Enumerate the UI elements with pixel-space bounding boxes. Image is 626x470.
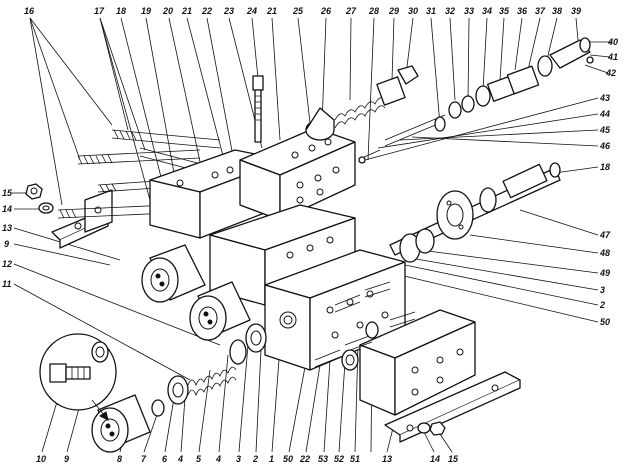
label-45: 45: [599, 125, 611, 135]
right-rod-assembly: [389, 162, 561, 263]
label-41: 41: [607, 52, 618, 62]
label-47: 47: [599, 230, 611, 240]
label-44: 44: [599, 109, 610, 119]
solenoid-coil-middle: [189, 281, 251, 341]
label-48: 48: [599, 248, 610, 258]
label-32: 32: [445, 6, 455, 16]
label-18-right: 18: [600, 162, 610, 172]
label-49: 49: [599, 268, 610, 278]
label-40: 40: [607, 37, 618, 47]
label-5-bottom: 5: [196, 454, 202, 464]
label-24: 24: [246, 6, 257, 16]
label-1-bottom: 1: [269, 454, 274, 464]
spring-chain-left: [151, 323, 267, 417]
label-7-bottom: 7: [141, 454, 147, 464]
label-37: 37: [535, 6, 546, 16]
label-29: 29: [388, 6, 399, 16]
label-13-left: 13: [2, 223, 12, 233]
label-23: 23: [223, 6, 234, 16]
label-9-left: 9: [4, 239, 9, 249]
top-labels: 16 17 18 19 20 21 22 23 24 21 25 26 27 2…: [24, 6, 618, 47]
leader-lines: [12, 17, 612, 453]
label-53-bottom: 53: [318, 454, 328, 464]
upper-spring-valve: [305, 65, 419, 141]
washer-14-left: [38, 202, 54, 214]
label-3-right: 3: [600, 285, 605, 295]
label-6-bottom: 6: [162, 454, 168, 464]
label-11-left: 11: [2, 279, 11, 289]
label-8-bottom: 8: [117, 454, 122, 464]
label-22: 22: [201, 6, 212, 16]
lower-right-block: [359, 309, 476, 416]
label-51-bottom: 51: [350, 454, 360, 464]
label-16: 16: [24, 6, 35, 16]
label-9-bottom: 9: [64, 454, 69, 464]
label-27: 27: [345, 6, 357, 16]
label-38: 38: [552, 6, 562, 16]
label-2-right: 2: [599, 300, 605, 310]
label-20: 20: [162, 6, 173, 16]
label-34: 34: [482, 6, 492, 16]
label-42: 42: [605, 68, 616, 78]
label-2-bottom: 2: [252, 454, 258, 464]
label-28: 28: [368, 6, 379, 16]
label-22-bottom: 22: [299, 454, 310, 464]
label-10-bottom: 10: [36, 454, 46, 464]
label-18: 18: [116, 6, 126, 16]
label-14-left: 14: [2, 204, 12, 214]
label-52-bottom: 52: [334, 454, 344, 464]
label-50-bottom: 50: [283, 454, 293, 464]
label-39: 39: [571, 6, 581, 16]
left-labels: 15 14 13 9 12 11: [2, 188, 13, 289]
label-19: 19: [141, 6, 151, 16]
label-17: 17: [94, 6, 105, 16]
label-36: 36: [517, 6, 528, 16]
top-cover-block: [239, 127, 356, 221]
label-46: 46: [599, 141, 611, 151]
label-15-left: 15: [2, 188, 13, 198]
label-14-bottom: 14: [430, 454, 440, 464]
solenoid-coil-upper: [141, 244, 206, 303]
small-parts-row: [384, 37, 594, 147]
label-31: 31: [426, 6, 436, 16]
label-25: 25: [292, 6, 304, 16]
label-4b-bottom: 4: [215, 454, 221, 464]
label-26: 26: [320, 6, 332, 16]
right-labels: 41 42 43 44 45 46 18 47 48 49 3 2 50: [599, 52, 618, 327]
main-body-block: [264, 249, 406, 371]
label-21b: 21: [266, 6, 277, 16]
label-50-right: 50: [600, 317, 610, 327]
bolt-24: [252, 75, 264, 143]
label-3-bottom: 3: [236, 454, 241, 464]
nut-15-left: [25, 183, 43, 200]
solenoid-coil-lower: [91, 394, 151, 453]
label-13-bottom: 13: [382, 454, 392, 464]
left-bracket: [51, 189, 113, 249]
label-15-bottom: 15: [448, 454, 459, 464]
bottom-labels: 10 9 8 7 6 4 5 4 3 2 1 50 22 53 52 51 13…: [36, 454, 459, 464]
detail-circle: [39, 333, 117, 421]
nut-washer-lower-right: [417, 421, 446, 436]
studs-lower: [314, 281, 416, 371]
label-12-left: 12: [2, 259, 12, 269]
label-21a: 21: [181, 6, 192, 16]
label-33: 33: [464, 6, 474, 16]
label-4a-bottom: 4: [177, 454, 183, 464]
label-30: 30: [408, 6, 418, 16]
label-35: 35: [499, 6, 510, 16]
pin-28: [358, 149, 381, 164]
label-43: 43: [599, 93, 610, 103]
